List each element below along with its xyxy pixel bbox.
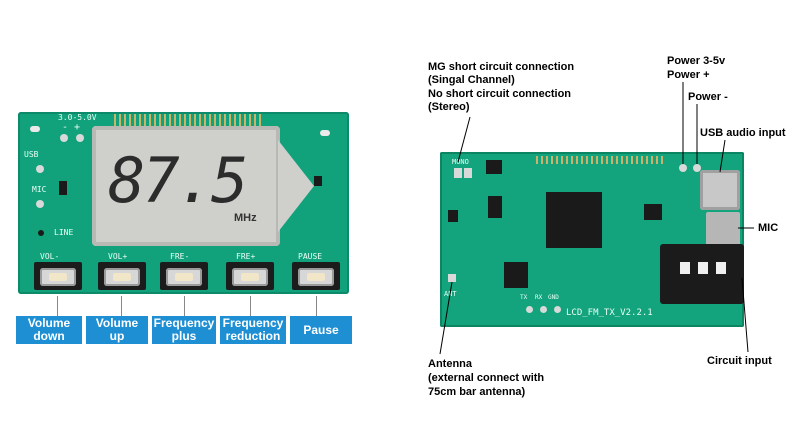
circuit-input-leader-line — [741, 277, 749, 353]
mount-hole — [320, 130, 330, 136]
mic-annotation: MIC — [758, 222, 779, 234]
label-frequency-plus: Frequency plus — [152, 316, 216, 344]
line-silkscreen: LINE — [54, 228, 74, 237]
mg-jumper-pad — [464, 168, 472, 178]
connector-line — [121, 296, 122, 316]
mg-jumper-pad — [454, 168, 462, 178]
smd-ic — [644, 204, 662, 220]
antenna-annotation-line2: (external connect with — [428, 372, 545, 384]
tx-silkscreen: TX — [520, 294, 528, 301]
label-line: plus — [171, 329, 197, 343]
label-line: Frequency — [153, 316, 215, 330]
audio-jack-pin — [698, 262, 708, 274]
btn-silk-vol-down: VOL- — [40, 252, 60, 261]
rx-silkscreen: RX — [535, 294, 543, 301]
line-pad — [38, 230, 44, 236]
lcd-pin-header — [114, 114, 264, 126]
gnd-silkscreen: GND — [548, 294, 559, 301]
gnd-pad — [554, 306, 561, 313]
usb-audio-annotation: USB audio input — [700, 127, 786, 139]
audio-jack-pin — [680, 262, 690, 274]
mic-silkscreen: MIC — [32, 185, 47, 194]
label-line: Frequency — [222, 316, 284, 330]
mg-leader-line — [457, 116, 471, 163]
usb-leader-line — [719, 139, 726, 173]
btn-silk-freq-down: FRE- — [170, 252, 190, 261]
power-minus-annotation: Power - — [688, 91, 728, 103]
label-line: Pause — [303, 322, 339, 337]
mg-annotation-line2: (Singal Channel) — [428, 74, 515, 86]
connector-line — [57, 296, 58, 316]
power-minus-pad — [693, 164, 701, 172]
label-pause: Pause — [290, 316, 352, 344]
frequency-plus-button[interactable] — [166, 268, 202, 286]
smd-ic — [488, 196, 502, 218]
rx-pad — [540, 306, 547, 313]
lcd-unit: MHz — [234, 212, 257, 224]
smd-component — [59, 181, 67, 195]
smd-transistor — [448, 210, 458, 222]
circuit-input-annotation: Circuit input — [707, 355, 772, 367]
power-plus-pad — [679, 164, 687, 172]
btn-silk-pause: PAUSE — [298, 252, 323, 261]
audio-jack — [660, 244, 744, 304]
usb-silkscreen: USB — [24, 150, 39, 159]
power-pad-minus — [60, 134, 68, 142]
smd-ic — [486, 160, 502, 174]
frequency-reduction-button[interactable] — [232, 268, 268, 286]
volume-up-button[interactable] — [104, 268, 140, 286]
antenna-annotation-line1: Antenna — [428, 358, 472, 370]
lcd-display — [92, 126, 280, 246]
fm-transmitter-ic — [504, 262, 528, 288]
label-line: up — [109, 329, 125, 343]
label-line: reduction — [225, 329, 281, 343]
main-microcontroller — [546, 192, 602, 248]
power-silkscreen: 3.0-5.0V — [58, 113, 97, 122]
mount-hole — [30, 126, 40, 132]
antenna-leader-line — [439, 281, 453, 355]
lcd-tab — [278, 140, 314, 232]
btn-silk-vol-up: VOL+ — [108, 252, 128, 261]
lcd-frequency: 87.5 — [108, 144, 248, 217]
label-line: Volume — [95, 316, 139, 330]
btn-silk-freq-up: FRE+ — [236, 252, 256, 261]
mg-annotation-line4: (Stereo) — [428, 101, 470, 113]
mic-pad — [36, 200, 44, 208]
usb-connector — [700, 170, 740, 210]
label-volume-down: Volume down — [16, 316, 82, 344]
mg-annotation-line3: No short circuit connection — [428, 88, 572, 100]
board-version: LCD_FM_TX_V2.2.1 — [566, 308, 653, 318]
mono-silkscreen: MONO — [452, 158, 469, 166]
power-plus-annotation: Power + — [667, 69, 710, 81]
power-pad-plus — [76, 134, 84, 142]
connector-line — [250, 296, 251, 316]
lcd-pin-row — [536, 156, 666, 164]
power-polarity: - + — [62, 122, 81, 133]
label-line: down — [33, 329, 65, 343]
pause-button[interactable] — [298, 268, 334, 286]
power-range-annotation: Power 3-5v — [667, 55, 726, 67]
label-line: Volume — [27, 316, 71, 330]
label-frequency-reduction: Frequency reduction — [220, 316, 286, 344]
usb-pad — [36, 165, 44, 173]
audio-jack-pin — [716, 262, 726, 274]
tx-pad — [526, 306, 533, 313]
smd-component — [314, 176, 322, 186]
label-volume-up: Volume up — [86, 316, 148, 344]
antenna-pad — [448, 274, 456, 282]
connector-line — [184, 296, 185, 316]
connector-line — [316, 296, 317, 316]
mic-connector — [706, 212, 740, 246]
volume-down-button[interactable] — [40, 268, 76, 286]
mg-annotation-line1: MG short circuit connection — [428, 61, 575, 73]
antenna-annotation-line3: 75cm bar antenna) — [428, 386, 526, 398]
